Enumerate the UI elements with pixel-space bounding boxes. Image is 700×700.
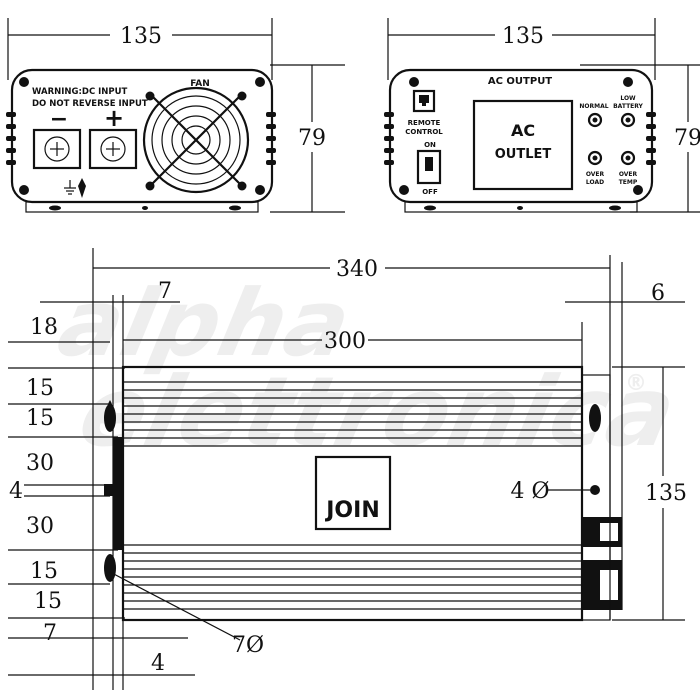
left-dim-4: 4 bbox=[9, 479, 23, 504]
top-fins bbox=[123, 381, 582, 447]
join-logo: JOIN bbox=[324, 498, 380, 523]
ac-output-label: AC OUTPUT bbox=[488, 76, 552, 87]
fan-grille-icon bbox=[142, 86, 250, 194]
hole-4-dim: 4 Ø bbox=[510, 479, 549, 504]
mount-hole-lower bbox=[104, 554, 116, 582]
outlet-label-2: OUTLET bbox=[495, 147, 552, 162]
body-length-dim: 300 bbox=[324, 329, 366, 354]
front-width-dim: 135 bbox=[120, 24, 162, 49]
left-dim-30b: 30 bbox=[26, 514, 54, 539]
over-temp-label-1: OVER bbox=[619, 171, 638, 178]
low-battery-label-2: BATTERY bbox=[613, 103, 643, 110]
warning-line1: WARNING:DC INPUT bbox=[32, 87, 128, 97]
flange-top-dim: 7 bbox=[158, 279, 172, 304]
front-panel-base bbox=[25, 201, 259, 213]
low-battery-led-icon bbox=[620, 112, 636, 128]
over-temp-label-2: TEMP bbox=[619, 179, 638, 186]
front-left-fins bbox=[6, 112, 16, 165]
normal-led-icon bbox=[587, 112, 603, 128]
bottom-dim-4: 4 bbox=[151, 651, 165, 676]
front-right-fins bbox=[266, 112, 276, 165]
bottom-dim-7: 7 bbox=[43, 621, 57, 646]
remote-label-1: REMOTE bbox=[408, 119, 441, 127]
plus-sign: + bbox=[104, 104, 124, 132]
over-temp-led-icon bbox=[620, 150, 636, 166]
remote-label-2: CONTROL bbox=[405, 128, 443, 136]
over-load-led-icon bbox=[587, 150, 603, 166]
ac-outlet-box bbox=[472, 99, 574, 191]
front-screws bbox=[19, 77, 265, 195]
minus-sign: − bbox=[50, 107, 68, 132]
bottom-fins bbox=[123, 544, 582, 610]
rear-height-dim: 79 bbox=[674, 126, 700, 151]
mounting-flange bbox=[113, 437, 123, 550]
rear-left-fins bbox=[384, 112, 394, 165]
top-view: 340 300 7 6 135 18 15 15 30 4 30 bbox=[8, 248, 687, 690]
front-height-dim: 79 bbox=[298, 126, 326, 151]
watermark-line1: alpha bbox=[50, 270, 360, 377]
left-dim-30a: 30 bbox=[26, 451, 54, 476]
logo-box bbox=[314, 455, 392, 531]
left-dim-15d: 15 bbox=[34, 589, 62, 614]
left-dim-15b: 15 bbox=[26, 406, 54, 431]
negative-terminal bbox=[32, 128, 82, 170]
ground-icon bbox=[64, 178, 86, 198]
left-dim-15c: 15 bbox=[30, 559, 58, 584]
front-panel-view: 135 79 bbox=[6, 18, 345, 213]
over-load-label-2: LOAD bbox=[586, 179, 604, 186]
fan-label: FAN bbox=[190, 79, 210, 89]
hole-4-mark bbox=[590, 485, 600, 495]
left-dim-18: 18 bbox=[30, 315, 58, 340]
rear-panel-view: 135 79 AC OUTPUT bbox=[384, 18, 700, 213]
over-load-label-1: OVER bbox=[586, 171, 605, 178]
outlet-label-1: AC bbox=[511, 121, 535, 140]
rear-panel-base bbox=[404, 201, 638, 213]
positive-terminal bbox=[88, 128, 138, 170]
rear-right-fins bbox=[646, 112, 656, 165]
low-battery-label-1: LOW bbox=[620, 95, 636, 102]
rear-screws bbox=[399, 77, 643, 195]
left-dim-15a: 15 bbox=[26, 376, 54, 401]
normal-label: NORMAL bbox=[579, 103, 608, 110]
warning-line2: DO NOT REVERSE INPUT bbox=[32, 99, 148, 109]
off-label: OFF bbox=[422, 188, 438, 196]
mount-hole-right bbox=[589, 404, 601, 432]
output-sockets bbox=[581, 374, 622, 621]
remote-control-port-icon bbox=[412, 89, 436, 113]
on-label: ON bbox=[424, 141, 436, 149]
top-height-dim: 135 bbox=[645, 481, 687, 506]
overall-length-dim: 340 bbox=[336, 257, 378, 282]
rear-width-dim: 135 bbox=[502, 24, 544, 49]
hole-7-dim: 7Ø bbox=[232, 633, 264, 658]
power-switch-icon bbox=[416, 149, 442, 185]
watermark-registered: ® bbox=[625, 371, 647, 396]
end-offset-dim: 6 bbox=[651, 281, 665, 306]
